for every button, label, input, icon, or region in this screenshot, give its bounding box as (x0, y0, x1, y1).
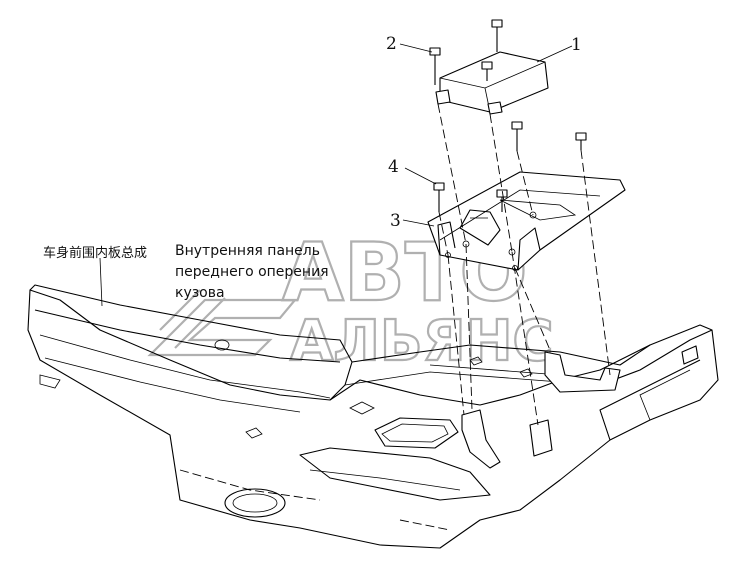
part-label-russian-line-1: Внутренняя панель (175, 243, 320, 259)
front-panel-assembly (27, 284, 719, 549)
assembly-guide-lines (437, 103, 611, 426)
callout-4: 4 (388, 157, 399, 177)
leader-lines (99, 43, 573, 307)
callout-1: 1 (571, 35, 582, 55)
watermark-line2: АЛЬЯНС (290, 309, 554, 374)
control-unit-part-1 (435, 51, 549, 115)
callout-2: 2 (386, 34, 397, 54)
part-label-chinese: 车身前围内板总成 (43, 245, 147, 261)
callout-3: 3 (390, 211, 401, 231)
part-label-russian-line-2: переднего оперения (175, 264, 329, 280)
watermark-logo-icon (147, 289, 298, 357)
bolts (429, 19, 587, 212)
part-label-russian-line-3: кузова (175, 285, 225, 301)
mounting-bracket-part-3 (427, 171, 626, 271)
